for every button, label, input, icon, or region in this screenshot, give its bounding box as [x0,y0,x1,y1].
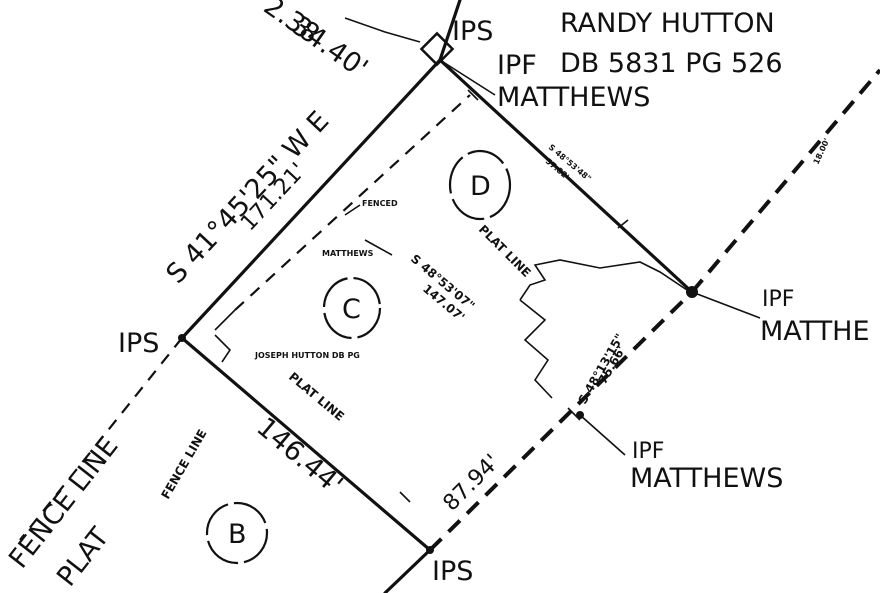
leader-ipf-right [691,291,761,319]
top-fragment-2: 34.40' [286,10,373,84]
joseph-label: JOSEPH HUTTON DB PG [254,351,360,360]
lot-c-circle [322,276,382,340]
plat-line-wavy-3 [214,334,232,363]
corner-marker-left [178,334,186,342]
boundary-northwest [180,58,442,340]
corner-marker-lower [576,411,584,419]
owner-deed: DB 5831 PG 526 [560,48,783,79]
tick-1 [467,89,479,101]
fenced-label: FENCED [362,199,398,208]
inner-dash [214,309,236,331]
bottom-distance: 146.44' [251,412,349,501]
leader-ipf-top [439,59,496,96]
tick-3 [399,491,411,503]
ipf-lower-label: IPF [632,439,664,464]
leader-matthews-small [364,239,393,256]
ipf-right-label: IPF [762,287,794,312]
matthews-small-label: MATTHEWS [322,249,374,258]
corner-marker-top [419,31,455,67]
lot-c-label: C [342,294,361,325]
far-right-dim: 18.00' [812,137,832,166]
ipf-lower-name: MATTHEWS [630,463,783,494]
corner-marker-bottom [426,546,434,554]
plat-left-label: PLAT [51,522,116,593]
owner-name: RANDY HUTTON [560,8,775,39]
tick-2 [617,219,629,229]
fence-line-dashed [234,94,471,311]
plat-line-wavy-2 [519,299,553,399]
lot-b-label: B [228,519,247,550]
ipf-right-name: MATTHE [760,316,870,347]
left-bearing: S 41°45'25" W E [160,105,335,289]
fence-line-left-dashed [19,337,183,541]
lot-d-label: D [470,171,491,202]
plat-line-wavy [519,259,691,301]
leader-ipf-lower [579,414,626,456]
boundary-northeast [438,58,694,294]
leader-fenced [344,204,361,216]
plat-line-lower-label: PLAT LINE [286,370,347,424]
corner-marker-right [686,286,698,298]
boundary-southwest [180,336,432,552]
lot-d-circle [448,149,512,221]
boundary-top-stub [438,0,462,62]
ips-bottom-label: IPS [432,556,473,587]
far-right-line-dashed [690,68,880,294]
plat-line-center-label: PLAT LINE [476,222,534,280]
south-line-dashed [428,290,694,552]
ips-left-label: IPS [118,328,159,359]
lot-b-circle [205,501,269,565]
ipf-top-name: MATTHEWS [497,82,650,113]
ips-top-label: IPS [452,16,493,47]
ipf-top-label: IPF [497,50,537,81]
fence-line-lower-label: FENCE LINE [158,427,209,502]
boundary-lower-stub [383,548,432,593]
leader-top-fragment [344,17,421,43]
